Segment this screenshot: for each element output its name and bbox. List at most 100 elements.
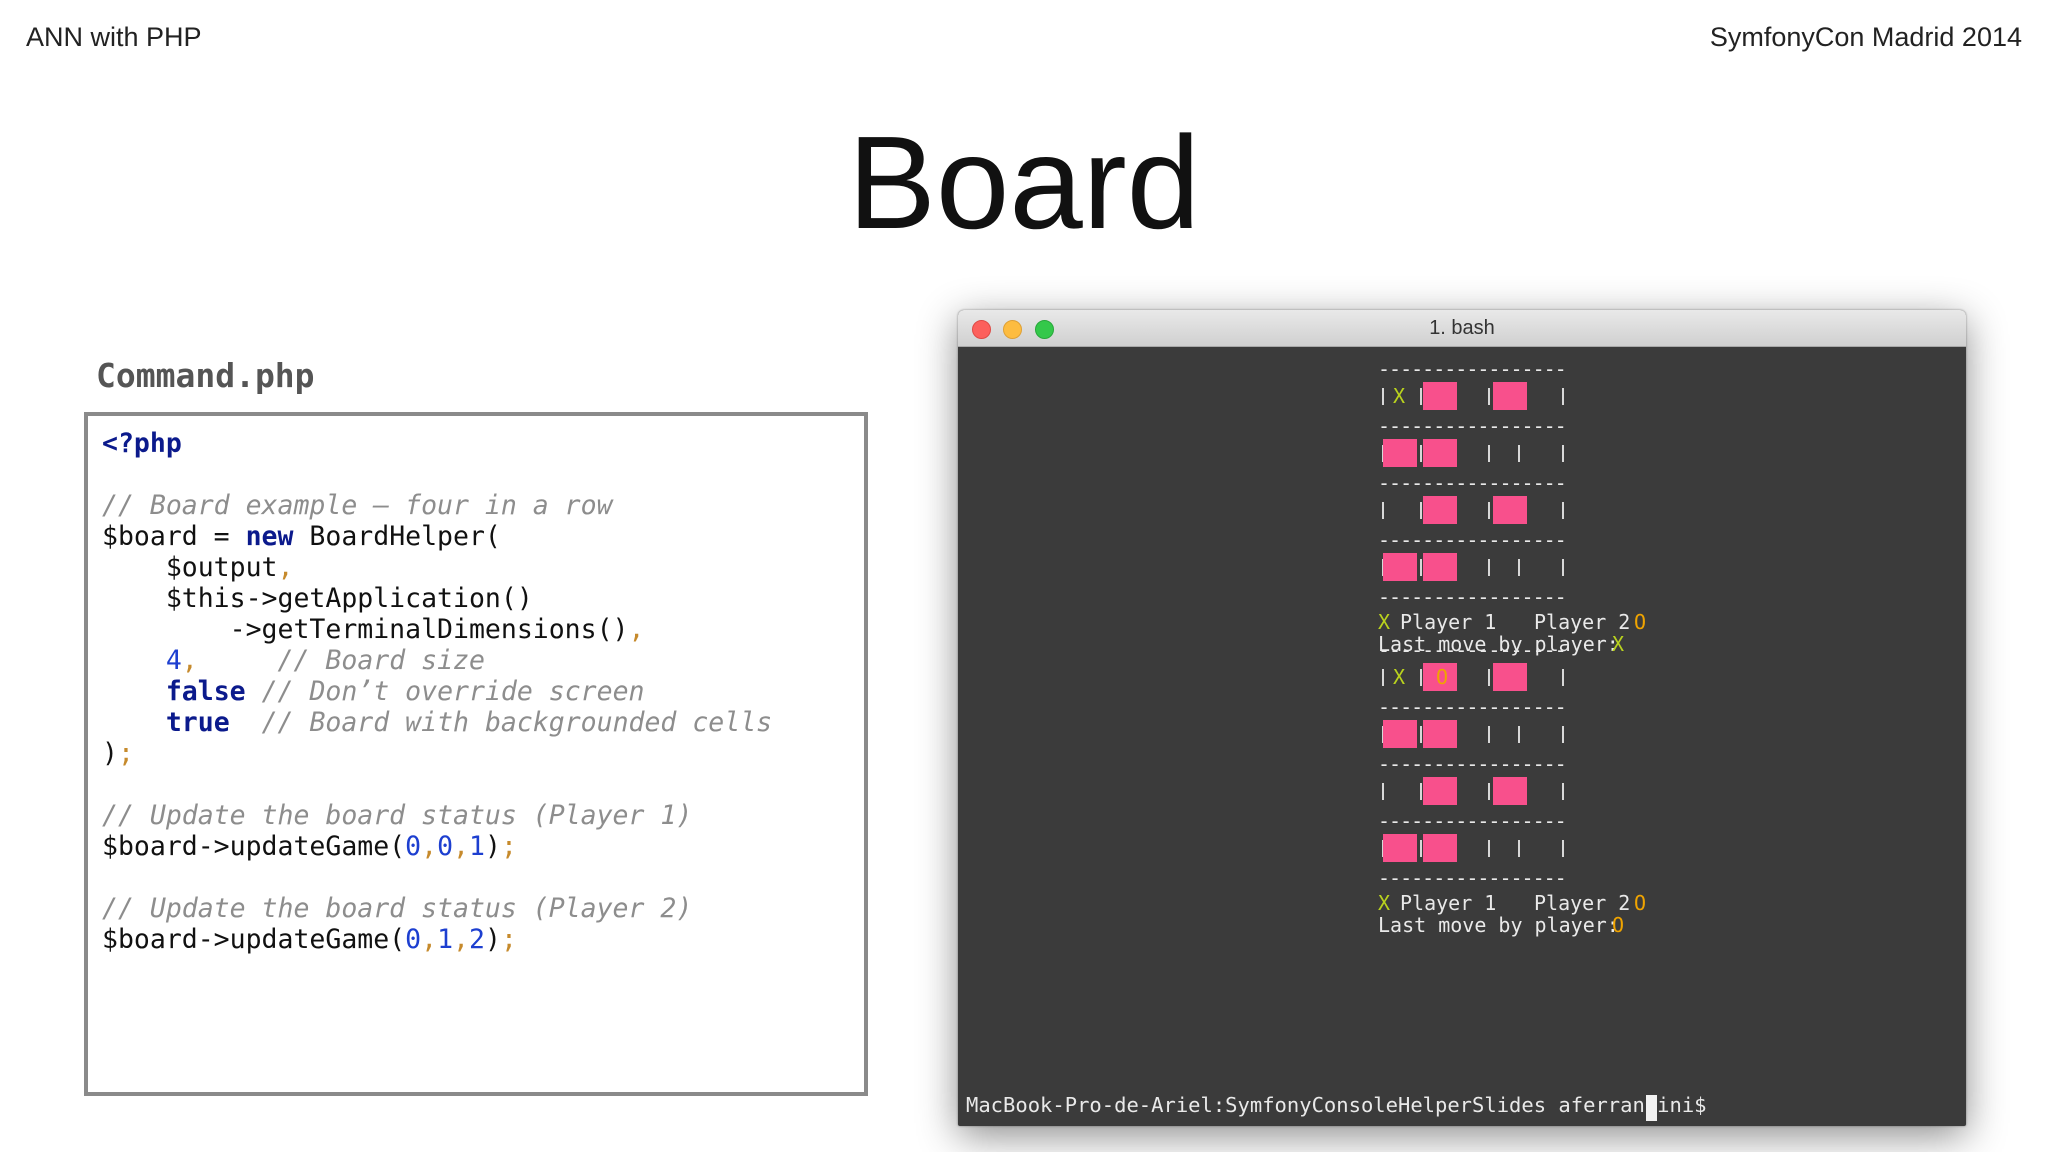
- cell-separator: [1488, 726, 1490, 743]
- x-piece: X: [1393, 384, 1406, 408]
- code-token: 0: [405, 831, 422, 862]
- code-token: ,: [421, 831, 438, 862]
- code-line: $board->updateGame(0,1,2);: [102, 924, 772, 955]
- cell-separator: [1382, 669, 1384, 686]
- code-line: ->getTerminalDimensions(),: [102, 614, 772, 645]
- code-line: true // Board with backgrounded cells: [102, 707, 772, 738]
- code-token: ,: [453, 924, 470, 955]
- cell-separator: [1562, 669, 1564, 686]
- legend-player-1: Player 1: [1400, 610, 1497, 634]
- code-line: );: [102, 738, 772, 769]
- terminal-titlebar[interactable]: 1. bash: [958, 310, 1966, 347]
- minimize-window-button[interactable]: [1003, 320, 1022, 339]
- code-line: $board = new BoardHelper(: [102, 521, 772, 552]
- board-divider: -----------------: [1378, 871, 1566, 885]
- cell-separator: [1488, 559, 1490, 576]
- board-2-row-1-cell-3: [1493, 663, 1527, 691]
- cell-separator: [1420, 783, 1422, 800]
- maximize-window-button[interactable]: [1035, 320, 1054, 339]
- board-1-row-1-cell-3: [1493, 382, 1527, 410]
- code-token: [102, 676, 166, 707]
- cell-separator: [1420, 502, 1422, 519]
- code-token: true: [165, 707, 230, 738]
- board-divider: -----------------: [1378, 419, 1566, 433]
- cell-separator: [1562, 559, 1564, 576]
- o-piece: O: [1436, 665, 1449, 689]
- code-token: [198, 645, 278, 676]
- board-divider: -----------------: [1378, 590, 1566, 604]
- x-piece: X: [1393, 665, 1406, 689]
- conference-name: SymfonyCon Madrid 2014: [1709, 22, 2022, 52]
- code-line: // Update the board status (Player 1): [102, 800, 772, 831]
- code-token: new: [245, 521, 294, 552]
- terminal-title: 1. bash: [1429, 317, 1495, 339]
- cell-separator: [1488, 445, 1490, 462]
- cell-separator: [1382, 388, 1384, 405]
- code-token: <?php: [102, 428, 182, 459]
- cell-separator: [1518, 559, 1520, 576]
- code-token: $this->getApplication(): [102, 583, 533, 614]
- cell-separator: [1488, 840, 1490, 857]
- code-line: false // Don’t override screen: [102, 676, 772, 707]
- code-token: $output: [102, 552, 278, 583]
- cell-separator: [1420, 726, 1422, 743]
- terminal-window[interactable]: 1. bash ----------------- ---------------…: [958, 310, 1966, 1126]
- board-1-row-4-cell-2: [1423, 553, 1457, 581]
- code-token: // Board size: [277, 645, 485, 676]
- cell-separator: [1488, 783, 1490, 800]
- board-divider: -----------------: [1378, 814, 1566, 828]
- cell-separator: [1420, 840, 1422, 857]
- code-file-label: Command.php: [96, 356, 315, 395]
- cell-separator: [1562, 726, 1564, 743]
- cell-separator: [1382, 502, 1384, 519]
- code-token: $board->updateGame(: [102, 831, 406, 862]
- board-2-row-2-cell-1: [1383, 720, 1417, 748]
- text-cursor: [1646, 1095, 1657, 1121]
- last-move-value: O: [1612, 913, 1625, 937]
- code-line: [102, 459, 772, 490]
- cell-separator: [1420, 445, 1422, 462]
- board-1-row-4-cell-1: [1383, 553, 1417, 581]
- code-token: ): [102, 738, 118, 769]
- code-token: // Don’t override screen: [261, 676, 645, 707]
- code-token: ): [484, 924, 501, 955]
- cell-separator: [1420, 388, 1422, 405]
- legend-x-mark: X: [1378, 891, 1391, 915]
- close-window-button[interactable]: [972, 320, 991, 339]
- last-move-value: X: [1612, 632, 1625, 656]
- code-line: $output,: [102, 552, 772, 583]
- code-panel: <?php// Board example – four in a row$bo…: [84, 412, 868, 1096]
- board-1-row-3-cell-3: [1493, 496, 1527, 524]
- last-move-label: Last move by player:: [1378, 913, 1619, 937]
- code-token: ,: [628, 614, 645, 645]
- code-token: 2: [469, 924, 485, 955]
- cell-separator: [1562, 388, 1564, 405]
- cell-separator: [1488, 669, 1490, 686]
- board-1-row-3-cell-2: [1423, 496, 1457, 524]
- code-token: 4: [165, 645, 182, 676]
- code-line: // Update the board status (Player 2): [102, 893, 772, 924]
- slide-title: Board: [847, 109, 1201, 256]
- code-token: [230, 707, 262, 738]
- board-2-row-1-cell-2: [1423, 663, 1457, 691]
- code-token: false: [165, 676, 246, 707]
- cell-separator: [1488, 388, 1490, 405]
- code-token: ,: [181, 645, 198, 676]
- legend-player-2: Player 2: [1534, 891, 1631, 915]
- legend-o-mark: O: [1634, 610, 1647, 634]
- code-token: ;: [117, 738, 134, 769]
- board-1-row-2-cell-2: [1423, 439, 1457, 467]
- code-line: [102, 862, 772, 893]
- cell-separator: [1382, 783, 1384, 800]
- board-divider: -----------------: [1378, 476, 1566, 490]
- board-divider: -----------------: [1378, 362, 1566, 376]
- last-move-label: Last move by player:: [1378, 632, 1619, 656]
- code-line: // Board example – four in a row: [102, 490, 772, 521]
- code-line: <?php: [102, 428, 772, 459]
- code-token: 1: [437, 924, 454, 955]
- legend-player-2: Player 2: [1534, 610, 1631, 634]
- code-token: BoardHelper(: [293, 521, 501, 552]
- code-token: 0: [437, 831, 454, 862]
- code-line: 4, // Board size: [102, 645, 772, 676]
- board-2-row-4-cell-1: [1383, 834, 1417, 862]
